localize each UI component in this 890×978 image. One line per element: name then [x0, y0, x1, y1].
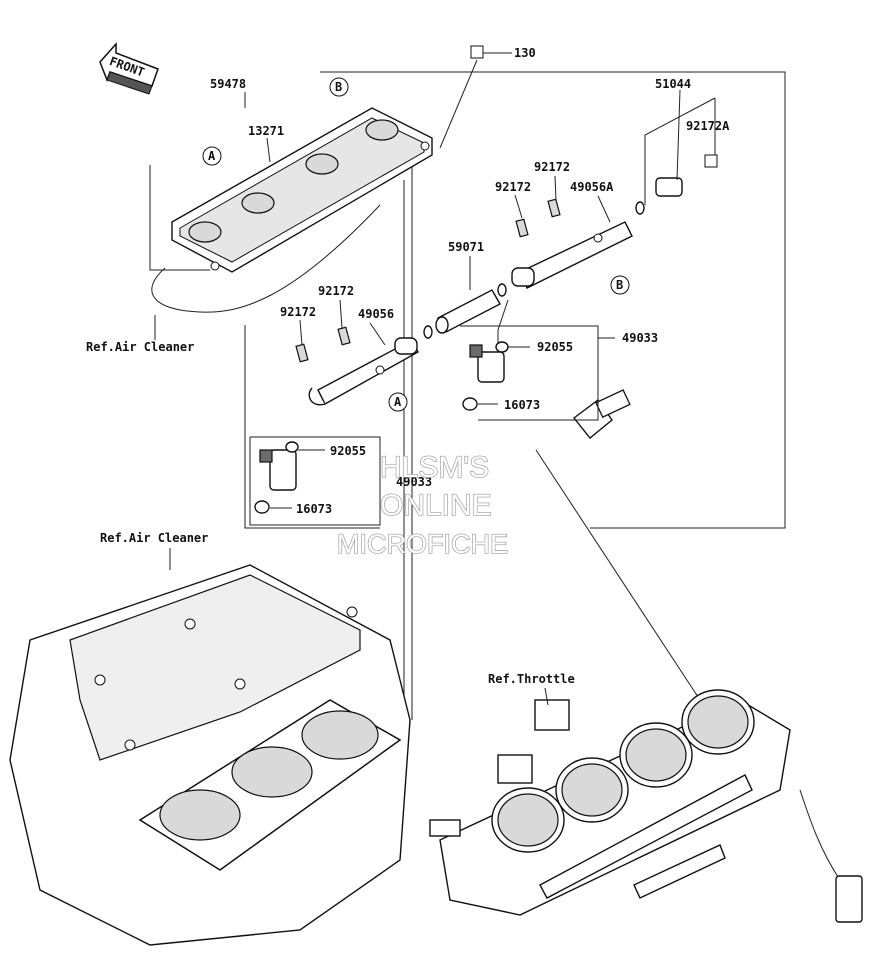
label-16073-right: 16073	[504, 398, 540, 412]
svg-text:A: A	[208, 149, 216, 163]
bolt-130	[470, 45, 512, 59]
leader-lines	[154, 89, 716, 706]
label-49056: 49056	[358, 307, 394, 321]
front-arrow-icon: FRONT	[99, 42, 159, 95]
svg-text:A: A	[394, 395, 402, 409]
label-92055-right: 92055	[537, 340, 573, 354]
fuel-pipe-59071	[423, 283, 507, 339]
label-ref-throttle: Ref.Throttle	[488, 672, 575, 686]
label-ref-air-cleaner-2: Ref.Air Cleaner	[100, 531, 208, 545]
label-92172-r2: 92172	[495, 180, 531, 194]
watermark-line3: MICROFICHE	[337, 529, 508, 559]
label-16073-left: 16073	[296, 502, 332, 516]
label-59071: 59071	[448, 240, 484, 254]
label-49033-right: 49033	[622, 331, 658, 345]
delivery-pipe-left	[295, 326, 419, 406]
label-59478: 59478	[210, 77, 246, 91]
label-49033-left: 49033	[396, 475, 432, 489]
label-49056A: 49056A	[570, 180, 614, 194]
delivery-pipe-right	[511, 198, 645, 289]
part-labels: 130 59478 13271 51044 92172A 92172 92172…	[86, 46, 730, 686]
air-cleaner-housing	[9, 564, 411, 946]
label-13271: 13271	[248, 124, 284, 138]
svg-text:B: B	[335, 80, 342, 94]
label-92172-l2: 92172	[280, 305, 316, 319]
label-92172-l1: 92172	[318, 284, 354, 298]
callout-b-top: B	[329, 77, 349, 97]
svg-text:B: B	[616, 278, 623, 292]
watermark: HLSM'S ONLINE MICROFICHE	[336, 450, 508, 559]
air-cleaner-cover	[151, 107, 433, 313]
fuel-hose-51044	[573, 154, 718, 439]
watermark-line2: ONLINE	[380, 489, 492, 522]
callout-a-left: A	[388, 392, 408, 412]
callout-b-right: B	[610, 275, 630, 295]
label-ref-air-cleaner-1: Ref.Air Cleaner	[86, 340, 194, 354]
label-92055-left: 92055	[330, 444, 366, 458]
label-51044: 51044	[655, 77, 691, 91]
assembly-frame	[149, 59, 786, 720]
label-130: 130	[514, 46, 536, 60]
throttle-body	[429, 689, 863, 923]
watermark-line1: HLSM'S	[380, 451, 489, 484]
label-92172A: 92172A	[686, 119, 730, 133]
injector-right	[460, 299, 599, 421]
injector-left	[249, 436, 381, 526]
callout-a-top: A	[202, 146, 222, 166]
label-92172-r1: 92172	[534, 160, 570, 174]
